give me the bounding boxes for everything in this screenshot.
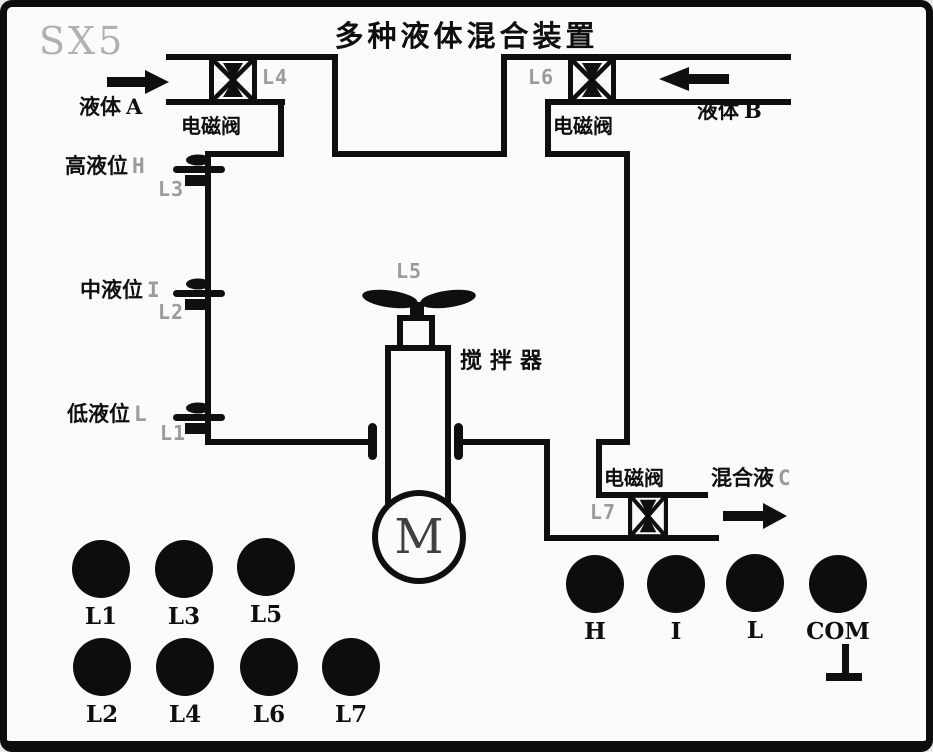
terminal-l2: L2	[67, 638, 137, 728]
tank-bottom-right	[459, 439, 550, 445]
propeller-hub	[410, 302, 424, 316]
terminal-jack	[155, 540, 213, 598]
sensor-high-text: 高液位	[65, 154, 128, 178]
solenoid-valve-icon-l6	[568, 56, 616, 104]
mixed-c-suffix: C	[778, 466, 791, 490]
level-sensor-icon-high	[173, 154, 225, 186]
level-sensor-icon-mid	[173, 278, 225, 310]
solenoid-valve-icon-l7	[628, 493, 668, 539]
pipe-line-b-bottom	[545, 99, 791, 105]
valve-c-label: 电磁阀	[604, 466, 664, 490]
terminal-label: L4	[168, 701, 202, 728]
terminal-h: H	[560, 555, 630, 645]
flow-arrow-liquid-a	[107, 70, 169, 94]
flow-arrow-liquid-b	[659, 67, 729, 91]
terminal-label: L2	[85, 701, 119, 728]
panel-code: SX5	[39, 19, 126, 63]
terminal-com: COM	[803, 555, 873, 645]
coupling-tick-left	[368, 423, 377, 460]
terminal-jack	[566, 555, 624, 613]
sensor-mid-suffix: I	[147, 278, 160, 302]
tank-lip-right	[545, 151, 630, 157]
terminal-label: L1	[84, 603, 118, 630]
sensor-tag-l1: L1	[160, 421, 187, 445]
tank-bottom-left	[205, 439, 375, 445]
tank-lip-left	[205, 151, 284, 157]
terminal-l4: L4	[150, 638, 220, 728]
mixer-body	[385, 345, 451, 509]
coupling-tick-right	[454, 423, 463, 460]
mixer-label: 搅拌器	[460, 349, 551, 374]
terminal-jack	[72, 540, 130, 598]
terminal-l1: L1	[66, 540, 136, 630]
motor-letter: M	[394, 509, 444, 565]
liquid-b-text: 液体	[697, 99, 739, 123]
level-sensor-icon-low	[173, 402, 225, 434]
pipe-line-top-right	[501, 54, 791, 60]
page-title: 多种液体混合装置	[334, 19, 599, 53]
terminal-jack	[73, 638, 131, 696]
terminal-jack	[240, 638, 298, 696]
mixer-tag-l5: L5	[396, 259, 423, 283]
terminal-l: L	[720, 554, 790, 644]
valve-tag-l4: L4	[262, 65, 289, 89]
sensor-low-text: 低液位	[67, 402, 130, 426]
liquid-a-suffix: A	[126, 94, 143, 119]
propeller-icon	[362, 289, 476, 309]
sensor-tag-l2: L2	[158, 300, 185, 324]
terminal-jack	[156, 638, 214, 696]
terminal-jack	[237, 538, 295, 596]
pipe-line-a-drop	[278, 99, 284, 157]
outlet-jog	[596, 439, 630, 445]
ground-icon-stem	[842, 644, 849, 676]
terminal-label: L6	[252, 701, 286, 728]
liquid-a-text: 液体	[79, 95, 121, 119]
terminal-label: L5	[249, 601, 283, 628]
sensor-mid-text: 中液位	[80, 278, 143, 302]
terminal-label: L3	[167, 603, 201, 630]
outlet-drop-right	[596, 439, 602, 498]
terminal-l6: L6	[234, 638, 304, 728]
tank-wall-right	[624, 151, 630, 445]
terminal-jack	[322, 638, 380, 696]
terminal-label: L7	[334, 701, 368, 728]
ground-icon-bar	[826, 673, 862, 681]
terminal-label: I	[670, 618, 682, 645]
terminal-l7: L7	[316, 638, 386, 728]
sensor-tag-l3: L3	[158, 177, 185, 201]
terminal-l3: L3	[149, 540, 219, 630]
terminal-label: COM	[806, 618, 870, 645]
terminal-label: H	[584, 618, 606, 645]
notch-left	[332, 54, 338, 157]
pipe-line-b-drop	[545, 99, 551, 157]
mixed-c-text: 混合液	[711, 466, 774, 490]
valve-tag-l7: L7	[590, 500, 617, 524]
notch-right	[501, 54, 507, 157]
valve-b-label: 电磁阀	[553, 114, 613, 138]
terminal-i: I	[641, 555, 711, 645]
terminal-jack	[726, 554, 784, 612]
notch-bottom	[332, 151, 507, 157]
terminal-label: L	[746, 617, 764, 644]
sensor-low-suffix: L	[134, 402, 147, 426]
solenoid-valve-icon-l4	[209, 56, 257, 104]
outlet-drop-left	[544, 439, 550, 541]
tank-wall-left	[205, 151, 211, 445]
sensor-high-suffix: H	[132, 154, 145, 178]
motor-circle: M	[372, 490, 466, 584]
valve-a-label: 电磁阀	[181, 114, 241, 138]
terminal-jack	[809, 555, 867, 613]
flow-arrow-mixed-c	[723, 503, 787, 529]
liquid-b-suffix: B	[744, 98, 762, 123]
terminal-l5: L5	[231, 538, 301, 628]
valve-tag-l6: L6	[528, 65, 555, 89]
terminal-jack	[647, 555, 705, 613]
